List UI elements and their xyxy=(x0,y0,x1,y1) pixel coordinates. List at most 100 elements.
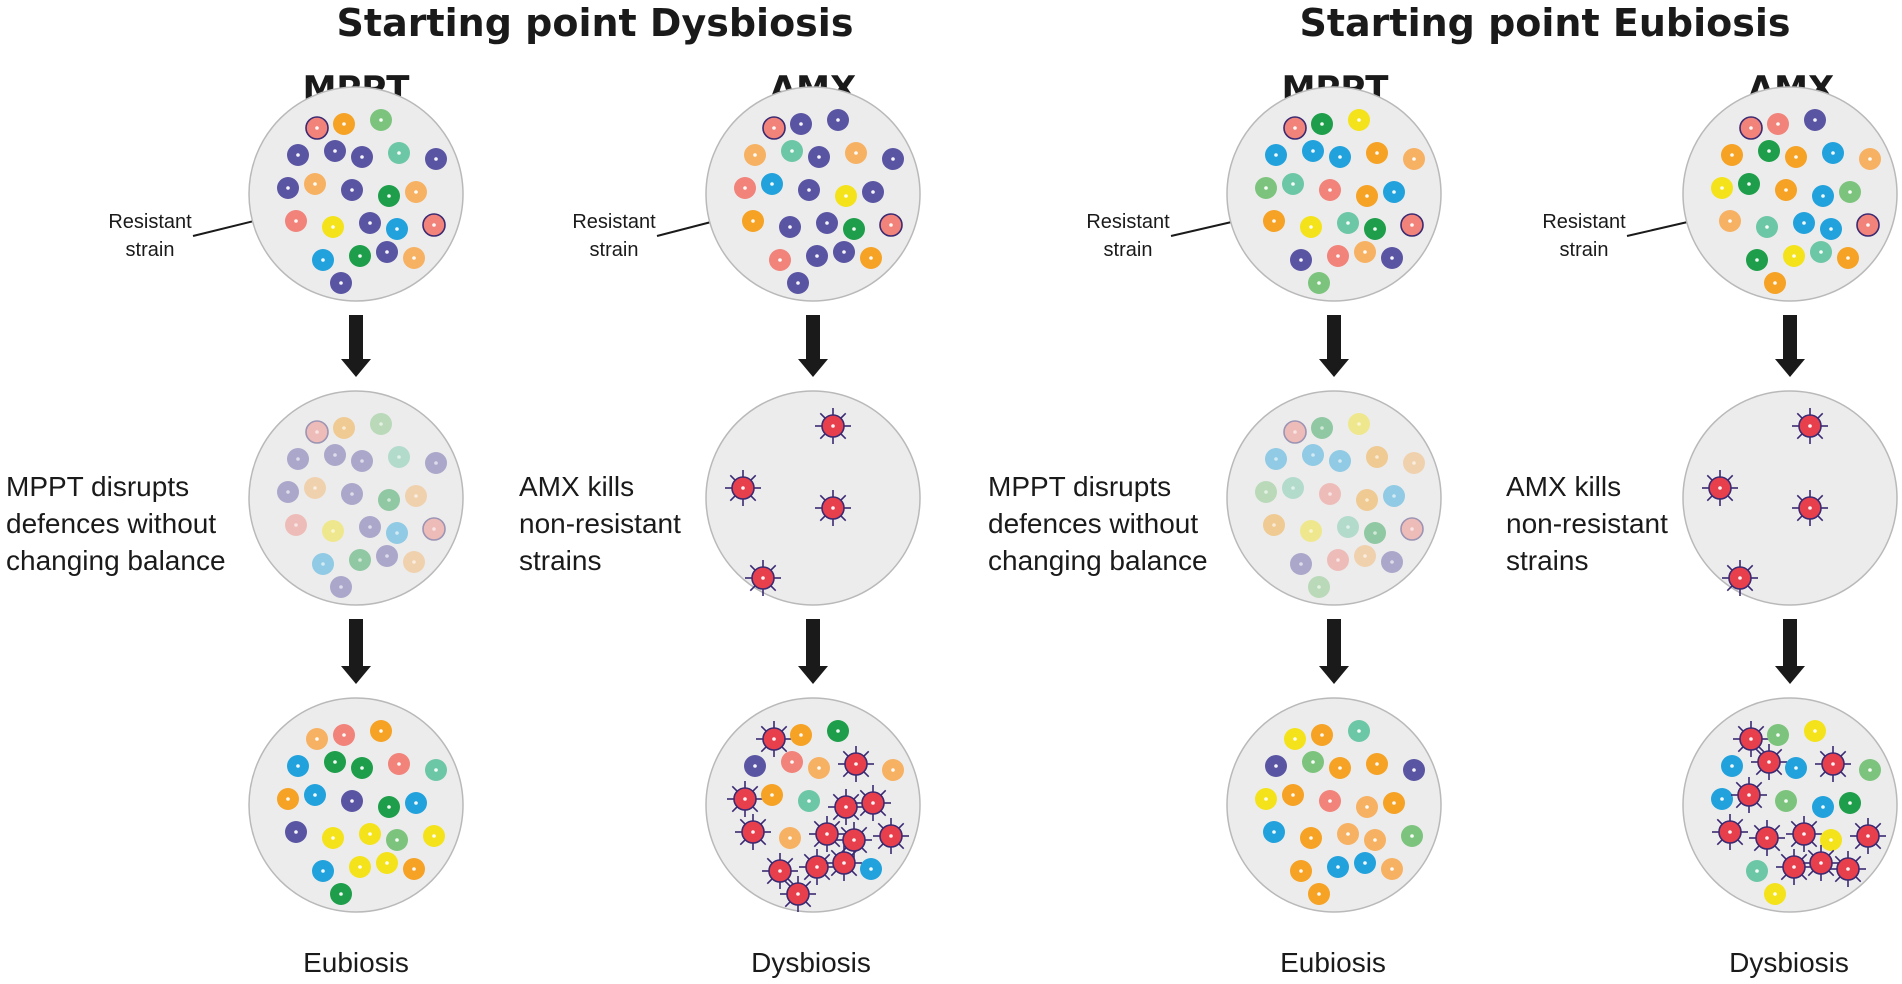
strain-cell xyxy=(860,858,882,880)
strain-cell xyxy=(1366,142,1388,164)
strain-cell xyxy=(306,728,328,750)
strain-cell xyxy=(285,210,307,232)
strain-cell xyxy=(330,576,352,598)
strain-cell xyxy=(341,790,363,812)
strain-cell xyxy=(376,545,398,567)
strain-cell xyxy=(1820,829,1842,851)
strain-cell xyxy=(1767,724,1789,746)
dish-start-2 xyxy=(705,86,921,302)
amx-note-line: strains xyxy=(1506,545,1588,576)
strain-cell xyxy=(769,249,791,271)
dish-outcome-2 xyxy=(705,697,921,913)
resistant-strain-cell xyxy=(838,746,874,782)
strain-cell xyxy=(1329,146,1351,168)
strain-cell xyxy=(1366,753,1388,775)
strain-cell xyxy=(790,113,812,135)
strain-cell xyxy=(761,173,783,195)
strain-cell xyxy=(1308,272,1330,294)
strain-cell xyxy=(1311,724,1333,746)
strain-cell xyxy=(1711,177,1733,199)
mppt-note-eubiosis: MPPT disrupts defences without changing … xyxy=(988,471,1208,576)
strain-cell xyxy=(1383,181,1405,203)
resistant-strain-cell xyxy=(762,853,798,889)
strain-cell xyxy=(744,144,766,166)
strain-cell xyxy=(744,755,766,777)
strain-cell xyxy=(1354,852,1376,874)
strain-label: strain xyxy=(1560,239,1609,261)
strain-cell xyxy=(1381,247,1403,269)
strain-cell xyxy=(1721,755,1743,777)
strain-cell xyxy=(386,829,408,851)
strain-cell xyxy=(324,444,346,466)
strain-cell xyxy=(324,751,346,773)
strain-cell xyxy=(1302,444,1324,466)
strain-cell xyxy=(405,181,427,203)
amx-note-line: non-resistant xyxy=(519,508,681,539)
strain-cell xyxy=(1366,446,1388,468)
mppt-note-dysbiosis: MPPT disrupts defences without changing … xyxy=(6,471,226,576)
strain-cell xyxy=(277,481,299,503)
strain-cell xyxy=(341,483,363,505)
strain-cell xyxy=(1793,212,1815,234)
resistant-strain-cell xyxy=(1400,213,1424,237)
resistant-strain-cell xyxy=(1749,820,1785,856)
dish-treated-4 xyxy=(1682,390,1898,606)
resistant-strain-cell xyxy=(1850,818,1886,854)
strain-cell xyxy=(359,516,381,538)
strain-cell xyxy=(781,140,803,162)
strain-cell xyxy=(1356,796,1378,818)
resistant-strain-cell xyxy=(855,785,891,821)
resistant-strain-cell xyxy=(1786,816,1822,852)
strain-cell xyxy=(798,790,820,812)
strain-cell xyxy=(1711,788,1733,810)
strain-cell xyxy=(1337,516,1359,538)
resistant-strain-cell xyxy=(305,420,329,444)
mppt-note-line: MPPT disrupts xyxy=(6,471,189,502)
resistant-pointer-2: Resistant strain xyxy=(572,211,727,261)
strain-cell xyxy=(1859,759,1881,781)
strain-cell xyxy=(277,177,299,199)
strain-cell xyxy=(1783,245,1805,267)
amx-note-line: strains xyxy=(519,545,601,576)
strain-cell xyxy=(1764,883,1786,905)
strain-cell xyxy=(1337,212,1359,234)
strain-cell xyxy=(1263,514,1285,536)
strain-cell xyxy=(1804,109,1826,131)
strain-cell xyxy=(349,856,371,878)
strain-cell xyxy=(1255,788,1277,810)
strain-label: strain xyxy=(126,239,175,261)
down-arrow-3-2 xyxy=(1319,619,1349,684)
resistant-pointer-1: Resistant strain xyxy=(108,211,270,261)
strain-cell xyxy=(388,446,410,468)
strain-cell xyxy=(349,245,371,267)
strain-cell xyxy=(798,179,820,201)
strain-cell xyxy=(405,485,427,507)
resistant-strain-cell xyxy=(1776,849,1812,885)
resistant-strain-cell xyxy=(745,560,781,596)
strain-cell xyxy=(1290,249,1312,271)
resistant-strain-cell xyxy=(1400,517,1424,541)
title-eubiosis-start: Starting point Eubiosis xyxy=(1300,1,1791,45)
strain-cell xyxy=(882,148,904,170)
strain-cell xyxy=(312,860,334,882)
strain-cell xyxy=(1327,856,1349,878)
amx-note-line: AMX kills xyxy=(519,471,634,502)
strain-cell xyxy=(1758,140,1780,162)
strain-cell xyxy=(1785,757,1807,779)
strain-cell xyxy=(1348,109,1370,131)
strain-cell xyxy=(1300,520,1322,542)
strain-cell xyxy=(1746,249,1768,271)
strain-cell xyxy=(1354,545,1376,567)
dish-outcome-4 xyxy=(1682,697,1898,913)
resistant-strain-cell xyxy=(735,814,771,850)
strain-cell xyxy=(779,827,801,849)
strain-cell xyxy=(1381,858,1403,880)
strain-cell xyxy=(1302,140,1324,162)
strain-cell xyxy=(1401,825,1423,847)
strain-cell xyxy=(333,113,355,135)
dish-start-4 xyxy=(1682,86,1898,302)
strain-cell xyxy=(1319,179,1341,201)
resistant-strain-cell xyxy=(780,876,816,912)
mppt-note-line: changing balance xyxy=(6,545,226,576)
strain-cell xyxy=(1812,185,1834,207)
